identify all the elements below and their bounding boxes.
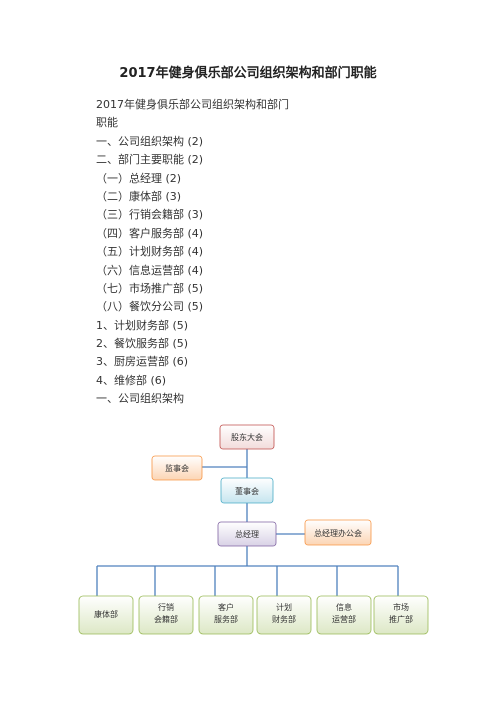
toc-line: （八）餐饮分公司 (5) [96, 300, 204, 314]
toc-line: 二、部门主要职能 (2) [96, 153, 204, 167]
box-shareholders: 股东大会 [219, 424, 275, 450]
toc-line: 3、厨房运营部 (6) [96, 355, 189, 369]
toc-line: 职能 [96, 116, 118, 130]
document-title: 2017年健身俱乐部公司组织架构和部门职能 [119, 66, 377, 81]
box-gm-office: 总经理办公会 [304, 519, 372, 546]
box-supervisors: 监事会 [151, 455, 203, 481]
toc-line: （六）信息运营部 (4) [96, 263, 204, 277]
dept-line1: 行销 [158, 602, 174, 612]
toc-line: （三）行销会籍部 (3) [96, 208, 204, 222]
toc-line: （七）市场推广部 (5) [96, 281, 204, 295]
toc-line: 1、计划财务部 (5) [96, 318, 189, 332]
dept-line2: 推广部 [389, 614, 413, 624]
box-dept-4: 计划 财务部 [256, 595, 312, 635]
dept-line1: 计划 [276, 602, 292, 612]
toc-line: 4、维修部 (6) [96, 373, 167, 387]
dept-line2: 财务部 [272, 614, 296, 624]
dept-line1: 客户 [218, 602, 234, 612]
toc-line: 2017年健身俱乐部公司组织架构和部门 [96, 98, 289, 111]
box-board-label: 董事会 [235, 486, 259, 496]
toc-line: （五）计划财务部 (4) [96, 245, 204, 259]
box-general-manager: 总经理 [217, 521, 277, 547]
box-board: 董事会 [220, 477, 274, 504]
box-supervisors-label: 监事会 [165, 463, 189, 473]
toc-line: （四）客户服务部 (4) [96, 226, 204, 240]
toc-line: 一、公司组织架构 (2) [96, 134, 204, 148]
dept-line2: 会籍部 [154, 614, 178, 624]
box-dept-2: 行销 会籍部 [138, 595, 194, 635]
dept-line2: 服务部 [214, 614, 238, 624]
box-dept-1: 康体部 [78, 595, 134, 635]
box-dept-3: 客户 服务部 [198, 595, 254, 635]
connector-lines [96, 449, 399, 596]
box-shareholders-label: 股东大会 [231, 432, 263, 442]
toc-line: （二）康体部 (3) [96, 189, 182, 203]
box-dept-5: 信息 运营部 [316, 595, 372, 635]
dept-line1: 康体部 [94, 609, 118, 619]
dept-line2: 运营部 [332, 614, 356, 624]
dept-line1: 信息 [336, 602, 352, 612]
box-dept-6: 市场 推广部 [373, 595, 429, 635]
box-general-manager-label: 总经理 [235, 529, 259, 539]
box-gm-office-label: 总经理办公会 [314, 528, 362, 538]
toc-line: 2、餐饮服务部 (5) [96, 337, 189, 351]
table-of-contents: 2017年健身俱乐部公司组织架构和部门 职能 一、公司组织架构 (2) 二、部门… [96, 96, 396, 409]
toc-line: 一、公司组织架构 [96, 392, 184, 406]
dept-line1: 市场 [393, 602, 409, 612]
toc-line: （一）总经理 (2) [96, 171, 182, 185]
